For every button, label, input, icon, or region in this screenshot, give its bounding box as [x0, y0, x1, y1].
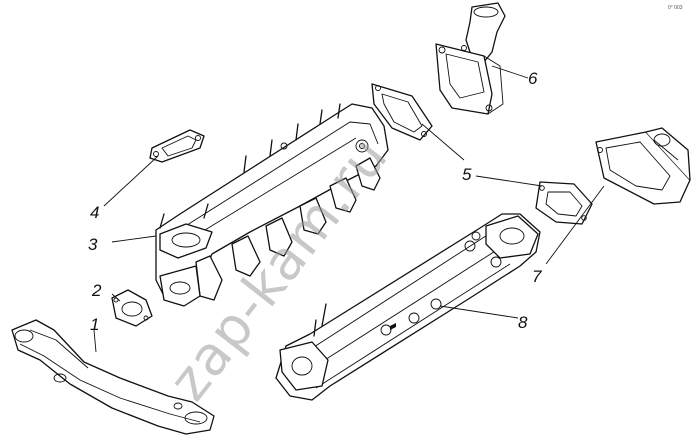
- leader-lines: [93, 65, 605, 353]
- part-5-gasket-lower: [535, 181, 593, 225]
- part-2-gasket: [111, 289, 153, 327]
- part-6-exhaust-elbow: [435, 2, 506, 115]
- callout-1: 1: [90, 315, 99, 334]
- callout-5: 5: [462, 165, 472, 184]
- callout-6: 6: [528, 69, 538, 88]
- part-4-gasket: [149, 129, 205, 163]
- part-1-crossover-pipe: [11, 319, 215, 435]
- part-8-long-manifold: [275, 213, 541, 401]
- callout-2: 2: [91, 281, 102, 300]
- callout-4: 4: [90, 203, 99, 222]
- callout-8: 8: [518, 313, 528, 332]
- part-7-outlet-box: [595, 127, 691, 205]
- part-3-exhaust-manifold: [155, 103, 389, 307]
- part-5-gasket-upper: [371, 83, 433, 141]
- callout-7: 7: [532, 267, 542, 286]
- callout-3: 3: [88, 235, 98, 254]
- corner-code: 0° 003: [668, 5, 683, 11]
